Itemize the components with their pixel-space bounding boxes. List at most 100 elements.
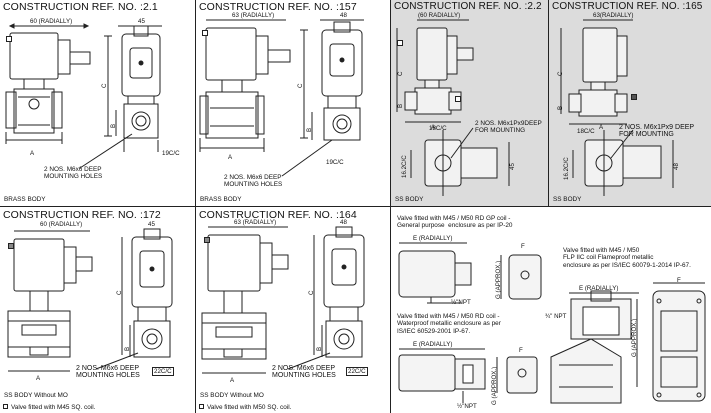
panel-title: CONSTRUCTION REF. NO. :164 (199, 209, 357, 221)
body-caption: SS BODY (553, 196, 582, 203)
dim-f: F (519, 347, 523, 354)
panel-ref-172: CONSTRUCTION REF. NO. :172 60 (RADIALLY (0, 207, 195, 413)
mounting-holes-note: 2 NOS. M6x6 DEEP MOUNTING HOLES (44, 166, 103, 181)
coil-note: Valve fitted with M45 SQ. coil. (11, 404, 96, 411)
note-bullet-icon (3, 404, 8, 409)
dim-a: A (230, 377, 235, 384)
dim-a: A (36, 375, 41, 382)
divider (195, 206, 196, 413)
cc-dim: 18C/C (429, 125, 447, 132)
body-caption: SS BODY (395, 196, 424, 203)
radial-dim: 60 (RADIALLY) (40, 221, 83, 228)
valve-drawing (0, 0, 195, 206)
dim-c: C (557, 71, 564, 76)
gp-coil-note: Valve fitted with M45 / M50 RD GP coil -… (397, 215, 513, 230)
dim-a: A (431, 124, 436, 131)
coil-indicator-icon (455, 96, 461, 102)
panel-title: CONSTRUCTION REF. NO. :165 (552, 1, 703, 12)
body-caption: SS BODY Without MO (200, 392, 264, 399)
conn-dim: 19C/C (326, 159, 344, 166)
dim-c: C (297, 83, 304, 88)
valve-drawing (549, 0, 711, 206)
height-dim: 16.2C/C (563, 157, 570, 180)
dim-f: F (677, 277, 681, 284)
cc-dim: 18C/C (577, 128, 595, 135)
dim-c: C (116, 290, 123, 295)
width-dim: 48 (340, 219, 347, 226)
conn-dim: 19C/C (162, 150, 180, 157)
panel-ref-164: CONSTRUCTION REF. NO. :164 63 (RADIALLY (196, 207, 390, 413)
divider (548, 0, 549, 206)
coil-indicator-icon (631, 94, 637, 100)
divider (195, 0, 196, 206)
panel-title: CONSTRUCTION REF. NO. :2.1 (3, 1, 158, 13)
dim-e: E (RADIALLY) (413, 235, 453, 242)
depth-dim: 48 (673, 163, 680, 170)
dim-b: B (306, 127, 313, 132)
mounting-holes-note: 2 NOS. M6x1Px9 DEEP FOR MOUNTING (619, 124, 695, 139)
valve-drawing (196, 207, 390, 413)
dim-c: C (397, 71, 404, 76)
wp-coil-note: Valve fitted with M45 / M50 RD coil - Wa… (397, 313, 501, 335)
radial-dim: 63 (RADIALLY) (234, 219, 277, 226)
dim-b: B (557, 105, 564, 110)
dim-b: B (124, 346, 131, 351)
coil-indicator-icon (204, 237, 210, 243)
note-bullet-icon (199, 404, 204, 409)
dim-c: C (101, 83, 108, 88)
width-dim: 45 (138, 18, 145, 25)
dim-g: G (APPROX.) (491, 366, 498, 405)
coil-indicator-icon (8, 243, 14, 249)
panel-ref-2-1: CONSTRUCTION REF. NO. :2.1 (0, 0, 195, 206)
mounting-holes-note: 2 NOS. M6x6 DEEP MOUNTING HOLES (224, 174, 283, 189)
radial-dim: 60 (RADIALLY) (30, 18, 73, 25)
valve-drawing (391, 0, 548, 206)
dim-c: C (308, 290, 315, 295)
mounting-holes-note: 2 NOS. M6x6 DEEP MOUNTING HOLES (272, 365, 336, 380)
mounting-holes-note: 2 NOS. M6x1Px9DEEP FOR MOUNTING (475, 120, 542, 135)
coil-indicator-icon (6, 36, 12, 42)
dim-g: G (APPROX.) (631, 318, 638, 357)
valve-drawing (0, 207, 195, 413)
dim-f: F (521, 243, 525, 250)
panel-title: CONSTRUCTION REF. NO. :2.2 (394, 1, 542, 12)
dim-e: E (RADIALLY) (413, 341, 453, 348)
dim-a: A (30, 150, 35, 157)
conn-dim: 22C/C (346, 367, 368, 376)
dim-a: A (228, 154, 233, 161)
panel-ref-2-2: CONSTRUCTION REF. NO. :2.2 (60 RADIALLY)… (391, 0, 548, 206)
radial-dim: 63(RADIALLY) (593, 12, 634, 19)
body-caption: SS BODY Without MO (4, 392, 68, 399)
npt-label: ½"NPT (451, 299, 471, 306)
npt-label: ¾" NPT (545, 313, 567, 320)
body-caption: BRASS BODY (4, 196, 46, 203)
body-caption: BRASS BODY (200, 196, 242, 203)
dim-b: B (110, 123, 117, 128)
height-dim: 16.2C/C (401, 155, 408, 178)
panel-ref-157: CONSTRUCTION REF. NO. :157 63 (RADIALLY (196, 0, 390, 206)
coil-indicator-icon (397, 40, 403, 46)
dim-e: E (RADIALLY) (579, 285, 619, 292)
mounting-holes-note: 2 NOS. M6x6 DEEP MOUNTING HOLES (76, 365, 140, 380)
coil-drawings (391, 207, 711, 413)
panel-coil-options: Valve fitted with M45 / M50 RD GP coil -… (391, 207, 711, 413)
valve-drawing (196, 0, 390, 206)
coil-note: Valve fitted with M50 SQ. coil. (207, 404, 292, 411)
width-dim: 48 (340, 12, 347, 19)
depth-dim: 45 (509, 163, 516, 170)
width-dim: 45 (148, 221, 155, 228)
radial-dim: (60 RADIALLY) (418, 12, 461, 19)
panel-title: CONSTRUCTION REF. NO. :157 (199, 1, 357, 13)
coil-indicator-icon (202, 30, 208, 36)
panel-title: CONSTRUCTION REF. NO. :172 (3, 209, 161, 221)
dim-g: G (APPROX.) (495, 260, 502, 299)
panel-ref-165: CONSTRUCTION REF. NO. :165 63(RADIALLY) … (549, 0, 711, 206)
divider (0, 206, 711, 207)
npt-label: ½"NPT (457, 403, 477, 410)
flp-coil-note: Valve fitted with M45 / M50 FLP IIC coil… (563, 247, 691, 269)
conn-dim: 22C/C (152, 367, 174, 376)
radial-dim: 63 (RADIALLY) (232, 12, 275, 19)
dim-a: A (599, 124, 604, 131)
dim-b: B (397, 103, 404, 108)
dim-b: B (316, 346, 323, 351)
